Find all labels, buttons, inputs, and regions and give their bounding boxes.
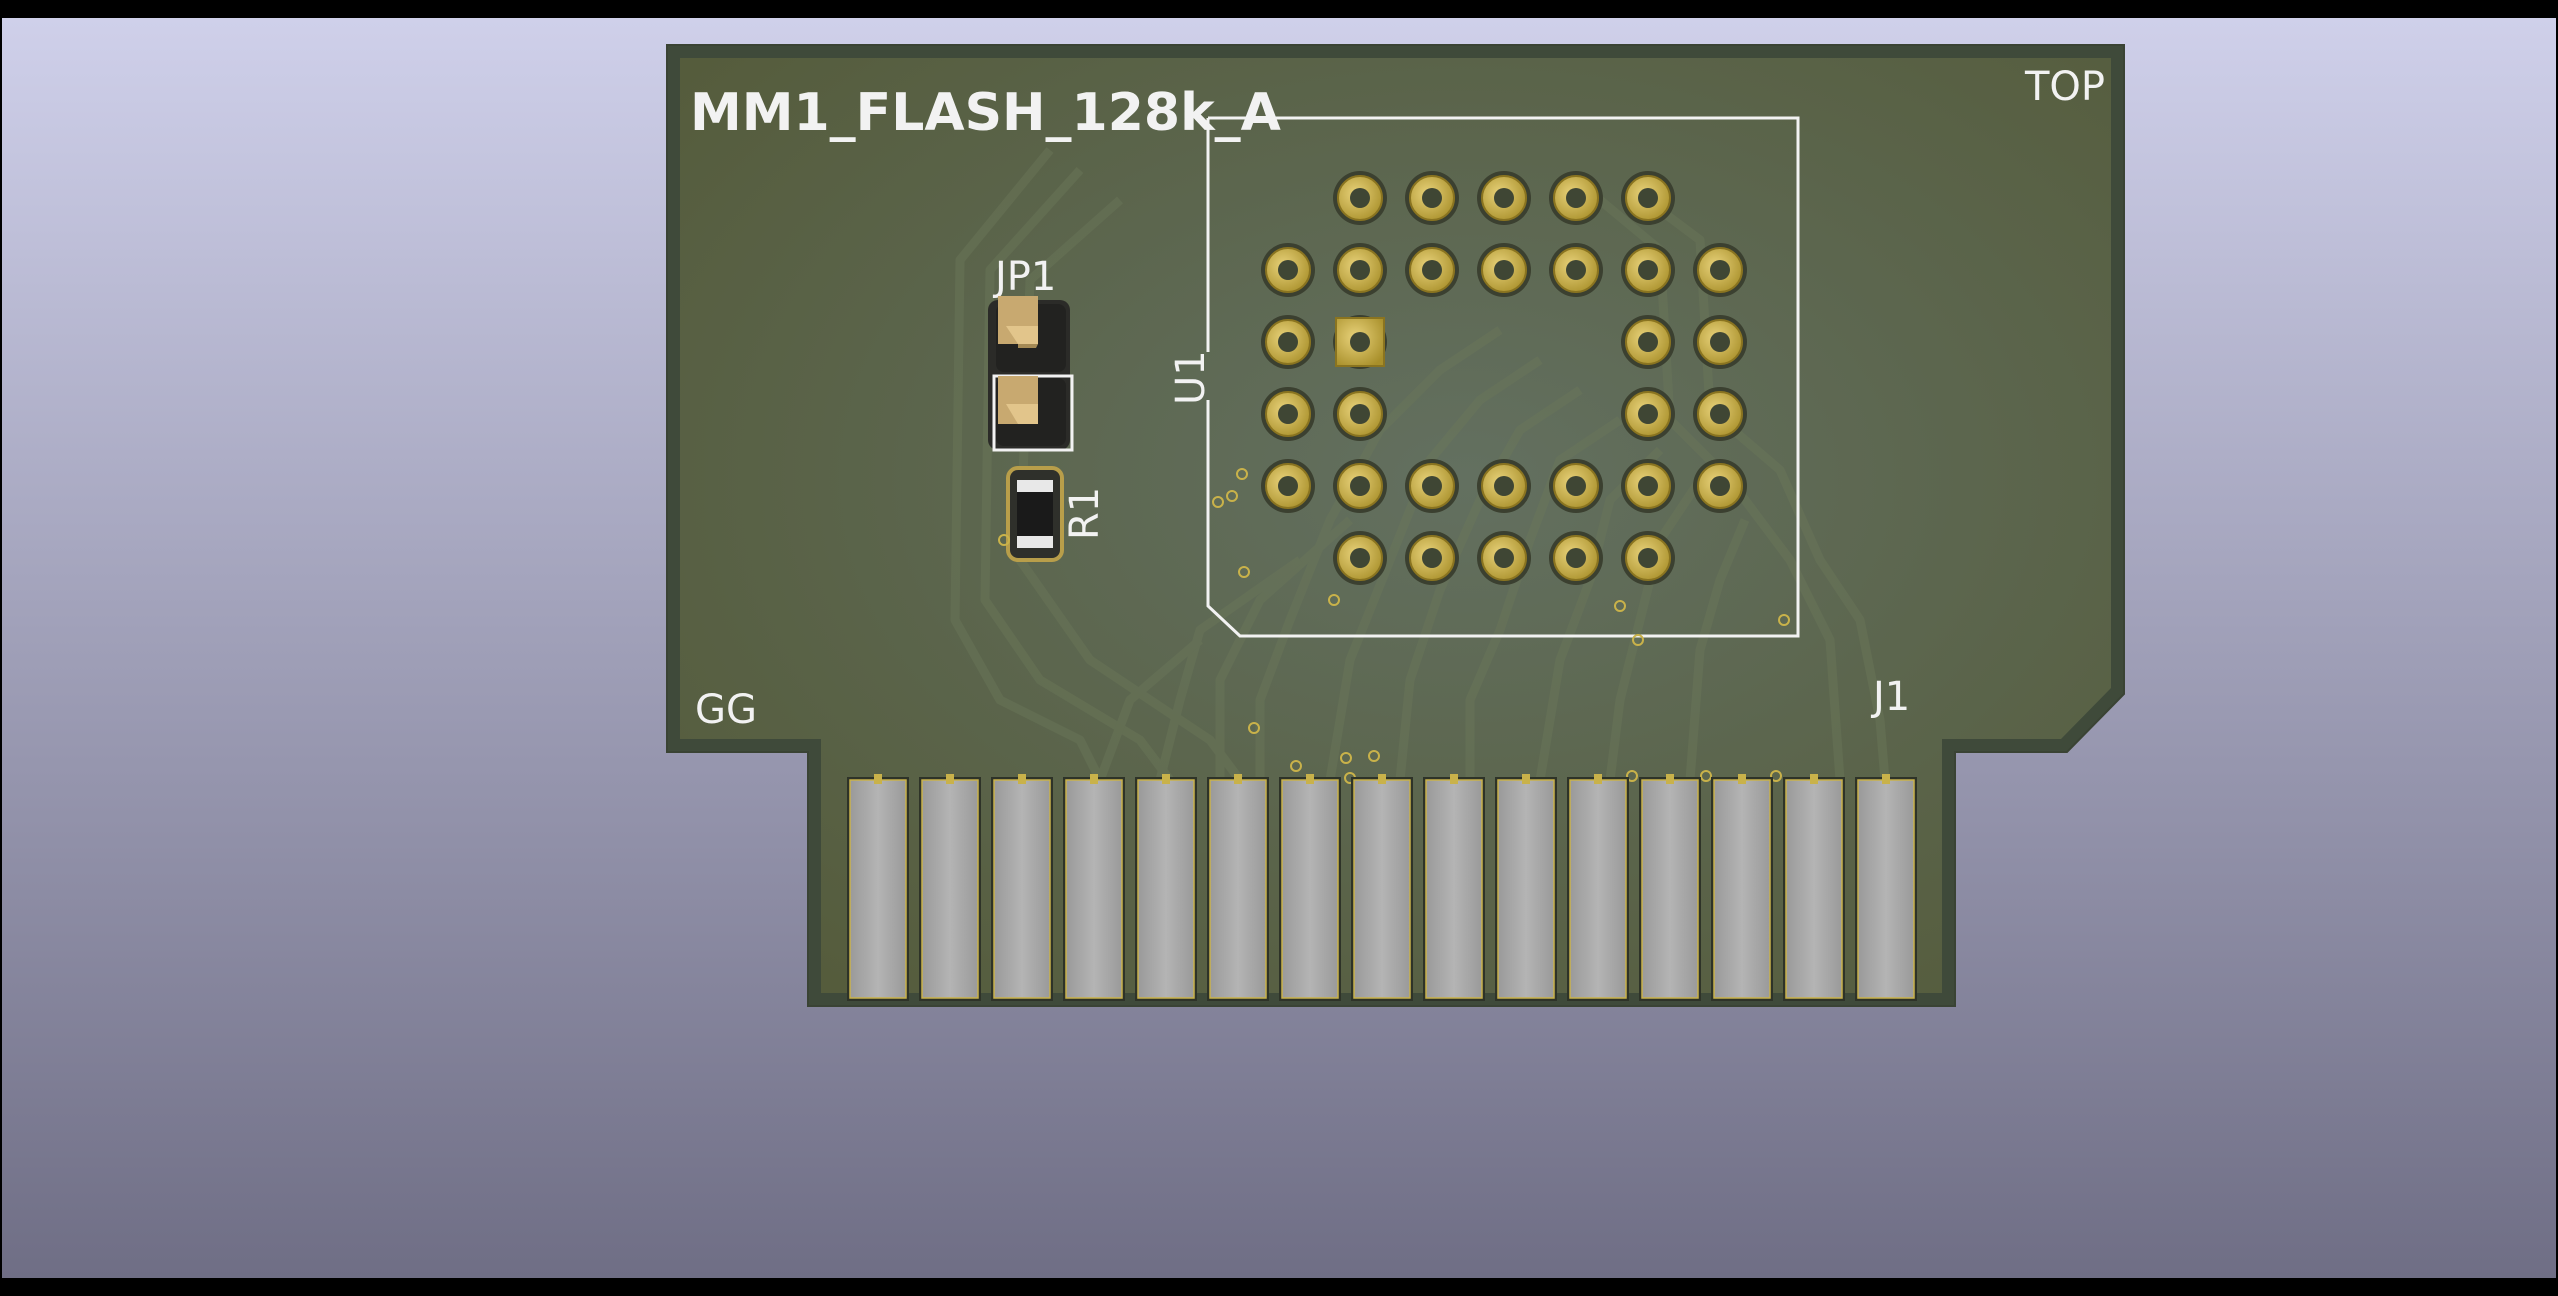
via [1226, 490, 1238, 502]
j1-finger [1207, 774, 1269, 1001]
u1-pad [1261, 243, 1315, 297]
u1-pad [1549, 531, 1603, 585]
u1-pad [1621, 315, 1675, 369]
u1-pad [1621, 387, 1675, 441]
via [1340, 752, 1352, 764]
side-label: TOP [2024, 64, 2105, 110]
u1-pad [1333, 387, 1387, 441]
u1-pad [1549, 171, 1603, 225]
via [1368, 750, 1380, 762]
u1-pad [1477, 243, 1531, 297]
via [1248, 722, 1260, 734]
r1-resistor[interactable] [1006, 466, 1064, 562]
j1-ref-label: J1 [1870, 674, 1910, 720]
j1-finger [1567, 774, 1629, 1001]
r1-ref-label: R1 [1062, 487, 1108, 540]
pcb-board-surface [680, 58, 2111, 993]
u1-pad [1333, 171, 1387, 225]
u1-pad [1405, 459, 1459, 513]
j1-finger [1423, 774, 1485, 1001]
via [1626, 770, 1638, 782]
via [998, 534, 1010, 546]
j1-finger [991, 774, 1053, 1001]
j1-finger [1279, 774, 1341, 1001]
via [1290, 760, 1302, 772]
j1-finger [1639, 774, 1701, 1001]
u1-pad [1693, 315, 1747, 369]
u1-pad [1333, 531, 1387, 585]
u1-pad [1261, 315, 1315, 369]
j1-finger [1351, 774, 1413, 1001]
u1-pad [1477, 459, 1531, 513]
u1-pad [1333, 459, 1387, 513]
u1-pad [1693, 387, 1747, 441]
u1-pad [1261, 459, 1315, 513]
j1-finger [1855, 774, 1917, 1001]
j1-finger [1063, 774, 1125, 1001]
u1-pad [1405, 243, 1459, 297]
u1-pad [1693, 243, 1747, 297]
j1-finger [1135, 774, 1197, 1001]
u1-pad [1405, 531, 1459, 585]
u1-pad [1477, 171, 1531, 225]
via [1614, 600, 1626, 612]
u1-pin1-pad [1333, 315, 1387, 369]
u1-pad [1405, 171, 1459, 225]
via [1770, 770, 1782, 782]
jp1-ref-label: JP1 [992, 254, 1056, 300]
via [1778, 614, 1790, 626]
u1-pad [1621, 531, 1675, 585]
u1-silkscreen-outline [1206, 116, 1800, 638]
board-title: MM1_FLASH_128k_A [690, 83, 1281, 143]
via-group [998, 468, 1790, 784]
u1-pad [1261, 387, 1315, 441]
j1-finger [1711, 774, 1773, 1001]
j1-finger [1783, 774, 1845, 1001]
u1-pad [1477, 531, 1531, 585]
u1-pad [1333, 243, 1387, 297]
u1-pad [1621, 171, 1675, 225]
j1-finger [847, 774, 909, 1001]
u1-pad [1549, 459, 1603, 513]
copper-traces [950, 147, 1890, 783]
via [1212, 496, 1224, 508]
u1-pad [1549, 243, 1603, 297]
j1-edge-connector[interactable] [847, 774, 1917, 1001]
u1-ref-label: U1 [1168, 350, 1214, 405]
via [1700, 770, 1712, 782]
via [1238, 566, 1250, 578]
u1-pad-group [1261, 171, 1747, 585]
u1-pad [1621, 459, 1675, 513]
j1-finger [1495, 774, 1557, 1001]
via [1632, 634, 1644, 646]
via [1236, 468, 1248, 480]
via [1328, 594, 1340, 606]
corner-label: GG [695, 687, 757, 733]
jp1-jumper[interactable] [988, 296, 1074, 452]
u1-pad [1693, 459, 1747, 513]
u1-pad [1621, 243, 1675, 297]
j1-finger [919, 774, 981, 1001]
